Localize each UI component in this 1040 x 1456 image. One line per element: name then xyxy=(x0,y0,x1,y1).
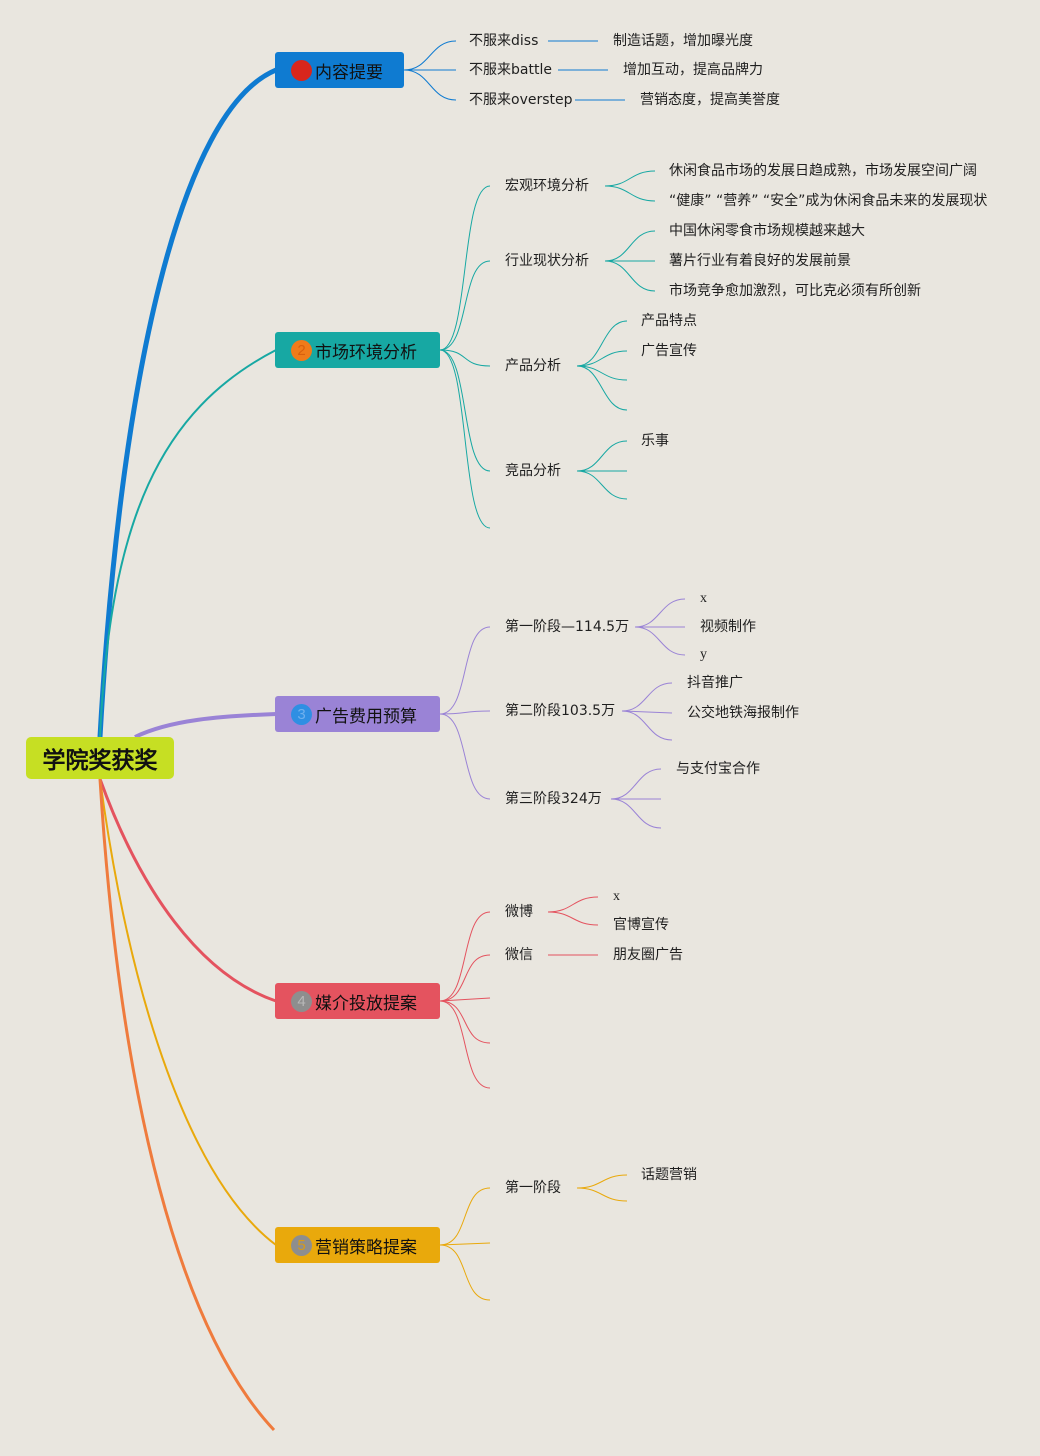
topic-number-badge: 4 xyxy=(291,990,312,1012)
topic-label: 媒介投放提案 xyxy=(315,993,417,1014)
subtopic-label[interactable]: 第一阶段—114.5万 xyxy=(505,619,630,635)
topic-number-badge: 1 xyxy=(291,59,312,81)
subtopic-label[interactable]: 微博 xyxy=(505,904,533,920)
detail-label[interactable]: 乐事 xyxy=(641,433,669,449)
detail-label[interactable]: “健康” “营养” “安全”成为休闲食品未来的发展现状 xyxy=(669,193,988,209)
detail-label[interactable]: 产品特点 xyxy=(641,313,697,329)
topic-content-summary[interactable]: 1 内容提要 xyxy=(275,52,404,88)
detail-label[interactable]: 制造话题，增加曝光度 xyxy=(613,33,753,49)
detail-label[interactable]: 市场竞争愈加激烈，可比克必须有所创新 xyxy=(669,283,921,299)
topic-label: 广告费用预算 xyxy=(315,706,417,727)
detail-label[interactable]: 官博宣传 xyxy=(613,917,669,933)
subtopic-label[interactable]: 行业现状分析 xyxy=(505,253,589,269)
detail-label[interactable]: 公交地铁海报制作 xyxy=(687,705,799,721)
topic-label: 内容提要 xyxy=(315,62,383,83)
topic-number-badge: 2 xyxy=(291,339,312,361)
topic-market-analysis[interactable]: 2 市场环境分析 xyxy=(275,332,440,368)
topic-number-badge: 5 xyxy=(291,1234,312,1256)
detail-label[interactable]: 休闲食品市场的发展日趋成熟，市场发展空间广阔 xyxy=(669,163,977,179)
topic-label: 市场环境分析 xyxy=(315,342,417,363)
detail-label[interactable]: 薯片行业有着良好的发展前景 xyxy=(669,253,851,269)
topic-ad-budget[interactable]: 3 广告费用预算 xyxy=(275,696,440,732)
detail-label[interactable]: x xyxy=(700,591,707,606)
subtopic-label[interactable]: 不服来overstep xyxy=(469,92,573,108)
detail-label[interactable]: 广告宣传 xyxy=(641,343,697,359)
root-label: 学院奖获奖 xyxy=(42,748,158,774)
detail-label[interactable]: 话题营销 xyxy=(641,1167,697,1183)
topic-marketing-strategy[interactable]: 5 营销策略提案 xyxy=(275,1227,440,1263)
topic-media-plan[interactable]: 4 媒介投放提案 xyxy=(275,983,440,1019)
subtopic-label[interactable]: 第一阶段 xyxy=(505,1180,561,1196)
subtopic-label[interactable]: 第二阶段103.5万 xyxy=(505,703,616,719)
detail-label[interactable]: x xyxy=(613,889,620,904)
subtopic-label[interactable]: 产品分析 xyxy=(505,358,561,374)
detail-label[interactable]: 与支付宝合作 xyxy=(676,761,760,777)
detail-label[interactable]: 朋友圈广告 xyxy=(613,947,683,963)
subtopic-label[interactable]: 不服来battle xyxy=(469,62,552,78)
subtopic-label[interactable]: 竞品分析 xyxy=(505,463,561,479)
detail-label[interactable]: 增加互动，提高品牌力 xyxy=(623,62,763,78)
subtopic-label[interactable]: 宏观环境分析 xyxy=(505,178,589,194)
root-topic[interactable]: 学院奖获奖 xyxy=(26,737,174,779)
subtopic-label[interactable]: 不服来diss xyxy=(469,33,539,49)
topic-label: 营销策略提案 xyxy=(315,1237,417,1258)
detail-label[interactable]: 视频制作 xyxy=(700,619,756,635)
topic-number-badge: 3 xyxy=(291,703,312,725)
detail-label[interactable]: 营销态度，提高美誉度 xyxy=(640,92,780,108)
detail-label[interactable]: y xyxy=(700,647,707,662)
detail-label[interactable]: 抖音推广 xyxy=(687,675,743,691)
subtopic-label[interactable]: 微信 xyxy=(505,947,533,963)
detail-label[interactable]: 中国休闲零食市场规模越来越大 xyxy=(669,223,865,239)
subtopic-label[interactable]: 第三阶段324万 xyxy=(505,791,602,807)
